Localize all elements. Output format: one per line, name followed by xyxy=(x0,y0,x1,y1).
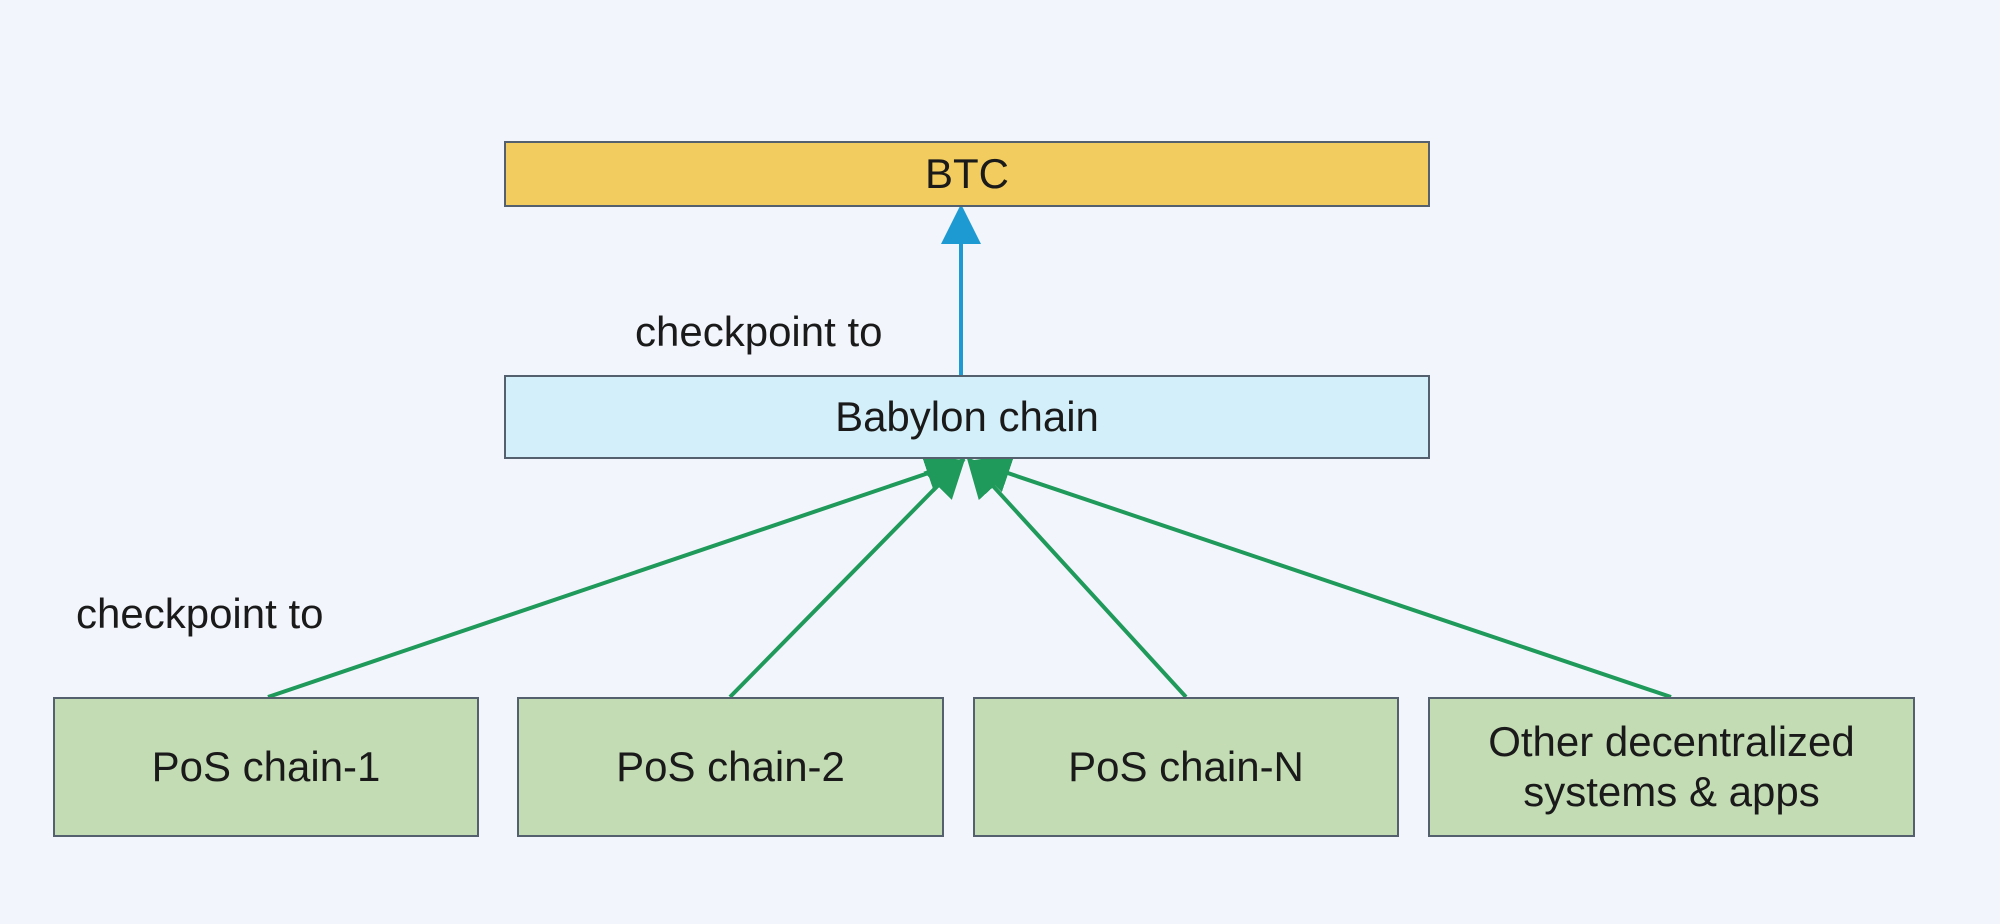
other-systems-label-line-2: systems & apps xyxy=(1523,768,1820,815)
babylon-chain-node: Babylon chain xyxy=(504,375,1430,459)
pos-chain-1-label: PoS chain-1 xyxy=(151,742,381,790)
pos-chain-1-node: PoS chain-1 xyxy=(53,697,479,837)
btc-node: BTC xyxy=(504,141,1430,207)
pos-chain-2-label: PoS chain-2 xyxy=(616,742,845,790)
edge-label-checkpoint-btc: checkpoint to xyxy=(635,308,883,355)
pos-chain-2-node: PoS chain-2 xyxy=(517,697,944,837)
pos-chain-n-label: PoS chain-N xyxy=(1068,742,1304,790)
babylon-chain-label: Babylon chain xyxy=(835,392,1099,440)
pos-chain-n-node: PoS chain-N xyxy=(973,697,1399,837)
other-systems-label: Other decentralized systems & apps xyxy=(1488,717,1855,818)
other-systems-label-line-1: Other decentralized xyxy=(1488,717,1855,765)
btc-label: BTC xyxy=(925,149,1009,197)
arrow-pos-chain-2-to-babylon xyxy=(728,457,966,699)
arrow-other-systems-to-babylon xyxy=(970,454,1672,699)
edge-label-checkpoint-babylon: checkpoint to xyxy=(76,590,324,637)
other-systems-node: Other decentralized systems & apps xyxy=(1428,697,1915,837)
arrow-pos-chain-n-to-babylon xyxy=(966,457,1188,699)
arrow-pos-chain-1-to-babylon xyxy=(267,454,966,699)
